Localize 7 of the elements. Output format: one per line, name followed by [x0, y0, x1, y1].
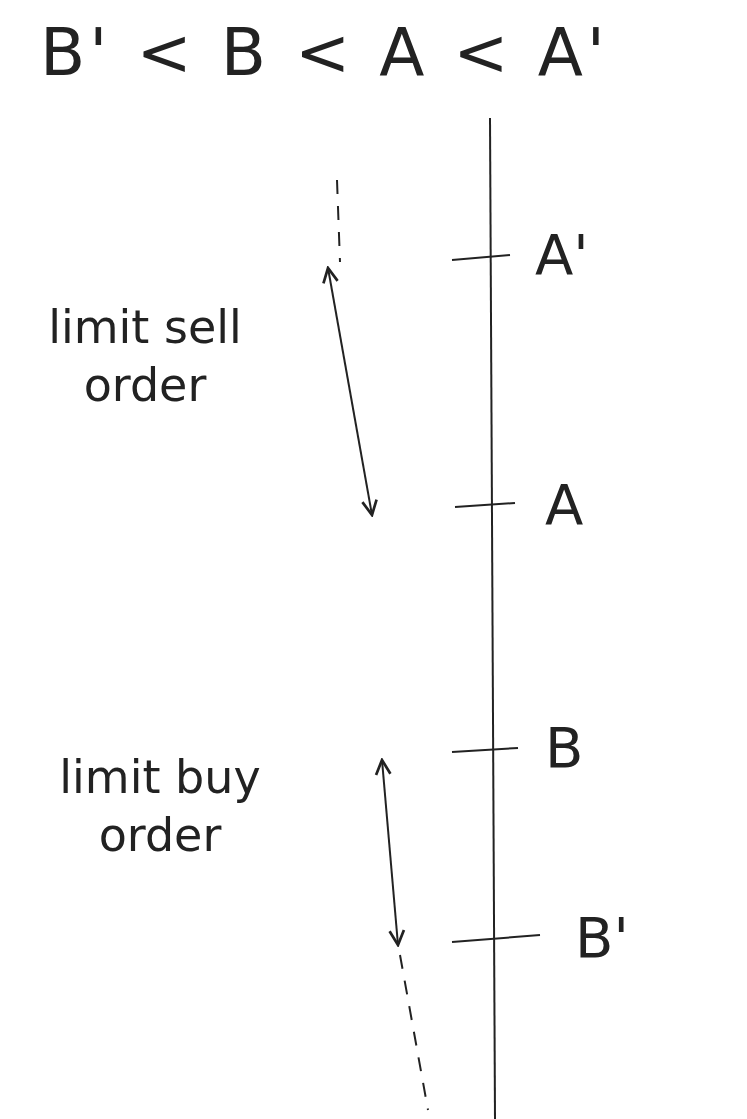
tick-label: B — [545, 715, 584, 780]
inequality-heading: B' < B < A < A' — [40, 14, 609, 91]
tick-label: B' — [575, 905, 629, 970]
range-label: limit sell order — [47, 299, 243, 414]
range-label: limit buy order — [58, 749, 262, 864]
tick-label: A — [545, 472, 584, 537]
tick-label: A' — [535, 222, 589, 287]
